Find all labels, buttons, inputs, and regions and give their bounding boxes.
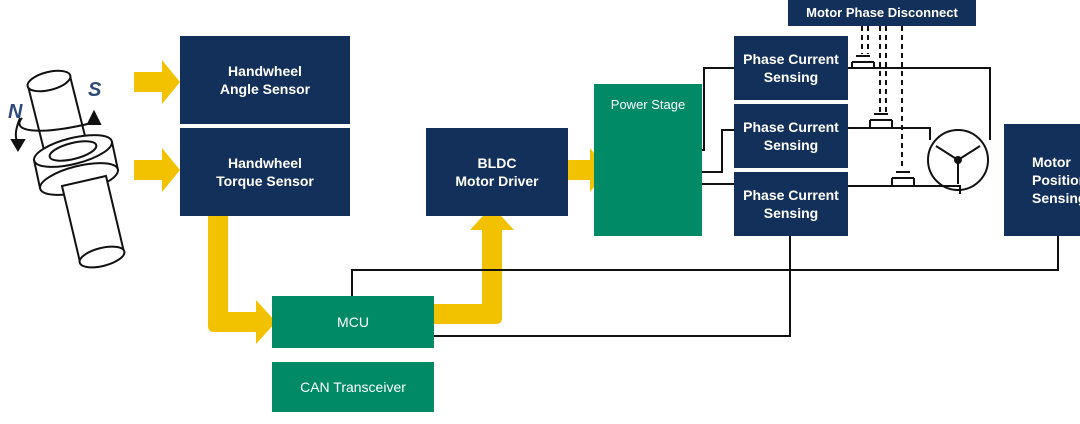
phase-current-label-2: Phase Current Sensing (743, 119, 839, 153)
motor-position-block: Motor Position Sensing (1004, 124, 1080, 236)
torque-sensor-block: Handwheel Torque Sensor (180, 128, 350, 216)
bldc-motor-symbol (927, 129, 989, 191)
angle-sensor-block: Handwheel Angle Sensor (180, 36, 350, 124)
can-transceiver-label: CAN Transceiver (300, 379, 406, 395)
bldc-driver-label: BLDC Motor Driver (455, 155, 539, 189)
phase-current-block-3: Phase Current Sensing (734, 172, 848, 236)
arrow-torque-to-mcu (208, 216, 276, 344)
arrow-mcu-to-driver (434, 206, 514, 324)
phase-current-label-1: Phase Current Sensing (743, 51, 839, 85)
mcu-block: MCU (272, 296, 434, 348)
steering-column-illustration (10, 69, 126, 269)
arrow-to-torque-sensor (134, 148, 180, 192)
south-pole-label: S (88, 79, 102, 101)
angle-sensor-label: Handwheel Angle Sensor (219, 63, 311, 97)
wire-mcu-to-current (434, 236, 791, 337)
wire-mcu-to-position (351, 236, 1059, 296)
north-pole-label: N (8, 101, 23, 123)
bldc-driver-block: BLDC Motor Driver (426, 128, 568, 216)
power-stage-label: Power Stage (610, 97, 686, 112)
arrow-to-angle-sensor (134, 60, 180, 104)
motor-phase-disconnect-label: Motor Phase Disconnect (806, 5, 958, 20)
motor-position-label: Motor Position Sensing (1032, 154, 1080, 206)
motor-phase-disconnect-block: Motor Phase Disconnect (788, 0, 976, 26)
power-stage-block: Power Stage (594, 84, 702, 236)
phase-current-label-3: Phase Current Sensing (743, 187, 839, 221)
phase-current-block-2: Phase Current Sensing (734, 104, 848, 168)
mcu-label: MCU (337, 314, 369, 330)
can-transceiver-block: CAN Transceiver (272, 362, 434, 412)
phase-current-block-1: Phase Current Sensing (734, 36, 848, 100)
torque-sensor-label: Handwheel Torque Sensor (216, 155, 314, 189)
signal-arrows (134, 60, 608, 344)
